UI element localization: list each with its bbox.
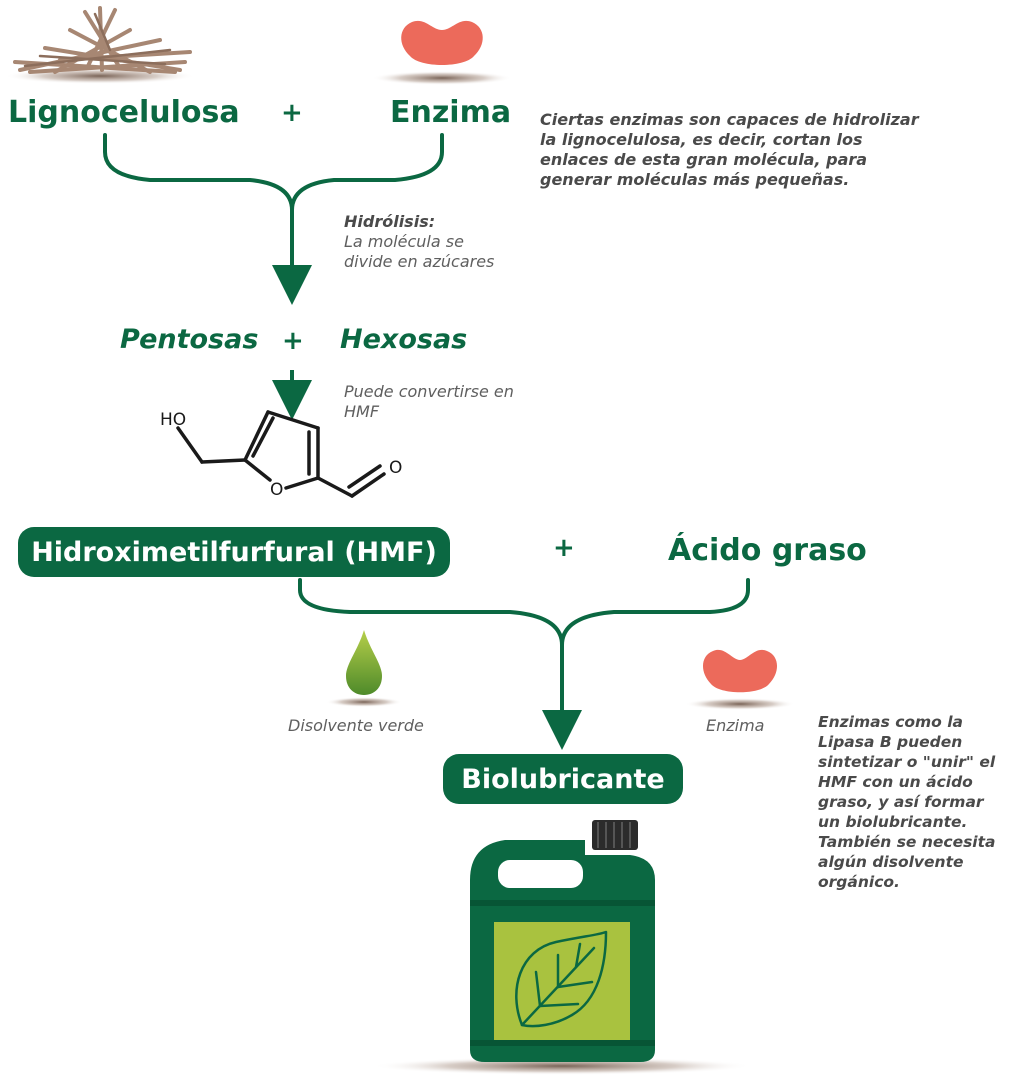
green-solvent-label: Disolvente verde	[288, 716, 424, 735]
lignocellulose-icon	[5, 6, 195, 84]
biolubricant-pill: Biolubricante	[443, 754, 683, 804]
enzyme-icon-top	[372, 20, 512, 85]
hydrolysis-text: La molécula se divide en azúcares	[344, 232, 495, 271]
lignocellulose-label: Lignocelulosa	[8, 95, 240, 130]
green-solvent-drop-icon	[326, 630, 402, 707]
hmf-pill: Hidroximetilfurfural (HMF)	[18, 527, 450, 577]
hydrolysis-title: Hidrólisis:	[344, 212, 436, 231]
molecule-aldehyde-o-label: O	[389, 458, 403, 478]
hexoses-label: Hexosas	[340, 324, 468, 355]
fatty-acid-label: Ácido graso	[668, 533, 867, 568]
biolubricant-bottle-icon	[372, 820, 752, 1075]
enzyme-label-bottom: Enzima	[706, 716, 765, 735]
connector-synthesis	[298, 578, 750, 646]
connector-hydrolysis	[103, 133, 444, 211]
molecule-ring-o-label: O	[270, 480, 284, 500]
enzyme-icon-bottom	[685, 649, 795, 710]
pentoses-label: Pentosas	[120, 324, 259, 355]
hmf-molecule	[176, 410, 386, 498]
molecule-ho-label: HO	[160, 410, 187, 430]
plus-sign-row1: +	[281, 98, 303, 128]
plus-sign-row3: +	[553, 533, 575, 563]
hmf-conversion-note: Puede convertirse en HMF	[344, 382, 514, 421]
enzyme-note: Ciertas enzimas son capaces de hidroliza…	[540, 110, 919, 189]
lipase-note: Enzimas como la Lipasa B pueden sintetiz…	[818, 713, 996, 891]
enzyme-label-top: Enzima	[390, 95, 512, 130]
plus-sign-row2: +	[282, 326, 304, 356]
